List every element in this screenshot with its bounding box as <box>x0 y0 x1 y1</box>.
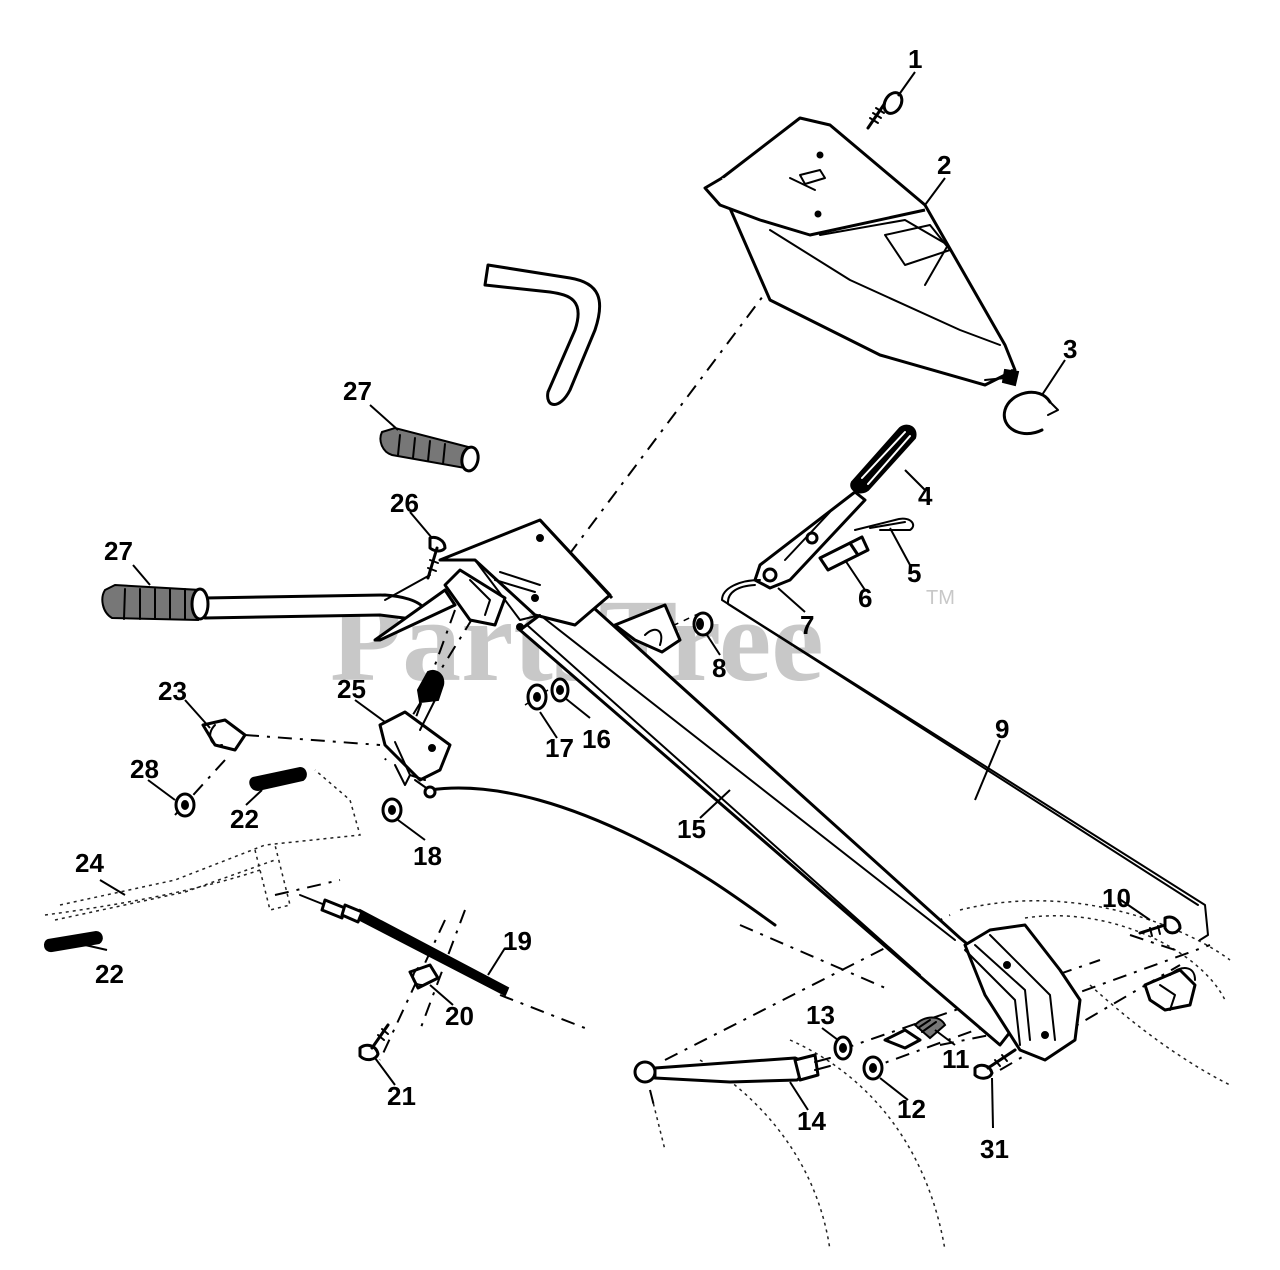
callout-4: 4 <box>918 481 933 511</box>
cable-clip-20 <box>408 963 440 990</box>
callout-21: 21 <box>387 1081 416 1111</box>
lower-bracket-plate <box>963 923 1082 1062</box>
callout-18: 18 <box>413 841 442 871</box>
callout-25: 25 <box>337 674 366 704</box>
callout-leaders <box>84 71 1151 1129</box>
clip-23 <box>201 718 247 752</box>
spacer-8 <box>692 611 714 637</box>
nut-17 <box>526 683 548 711</box>
washer-13 <box>833 1035 853 1061</box>
callout-16: 16 <box>582 724 611 754</box>
callout-1: 1 <box>908 44 922 74</box>
control-bracket-25 <box>378 669 452 786</box>
callout-22-upper: 22 <box>230 804 259 834</box>
callout-27-lower: 27 <box>104 536 133 566</box>
nut-18 <box>381 797 403 823</box>
bolt-26 <box>426 536 447 580</box>
screw-31 <box>973 1048 1017 1080</box>
callout-7: 7 <box>800 610 814 640</box>
callout-9: 9 <box>995 714 1009 744</box>
callout-31: 31 <box>980 1134 1009 1164</box>
callout-6: 6 <box>858 583 872 613</box>
screw-1 <box>866 91 904 130</box>
pivot-bracket <box>613 603 682 654</box>
callout-28: 28 <box>130 754 159 784</box>
callout-5: 5 <box>907 558 921 588</box>
lever-grip-22-lower <box>43 930 103 953</box>
lower-cable-19 <box>299 894 510 997</box>
callout-17: 17 <box>545 733 574 763</box>
callout-15: 15 <box>677 814 706 844</box>
callout-2: 2 <box>937 150 951 180</box>
washer-16 <box>550 677 570 703</box>
callout-12: 12 <box>897 1094 926 1124</box>
shifter-bracket <box>1143 967 1197 1012</box>
wing-nut-11 <box>883 1016 947 1050</box>
ghost-chassis-outline <box>44 769 1231 1251</box>
handlebar <box>203 263 614 642</box>
hairpin-clip-5 <box>854 517 915 531</box>
shift-grip-4 <box>850 424 917 494</box>
shoulder-bolt-6 <box>818 535 870 572</box>
callout-19: 19 <box>503 926 532 956</box>
nut-28 <box>174 792 196 818</box>
callout-14: 14 <box>797 1106 826 1136</box>
callout-3: 3 <box>1063 334 1077 364</box>
bolt-10 <box>1138 915 1182 937</box>
shift-lever-7 <box>753 490 867 590</box>
shift-rod-9 <box>721 579 1209 941</box>
callout-22-lower: 22 <box>95 959 124 989</box>
callout-8: 8 <box>712 653 726 683</box>
callout-11: 11 <box>942 1044 970 1074</box>
callout-10: 10 <box>1102 883 1131 913</box>
grip-lower-27 <box>101 583 210 622</box>
retaining-ring-3 <box>1002 390 1059 436</box>
nut-12 <box>862 1055 884 1081</box>
callout-13: 13 <box>806 1000 835 1030</box>
shroud-cover <box>703 116 1020 387</box>
callout-26: 26 <box>390 488 419 518</box>
callout-labels: 1 2 3 4 5 6 7 8 9 10 11 12 13 14 15 16 1… <box>75 44 1131 1164</box>
lever-grip-22-upper <box>249 766 307 792</box>
watermark-trademark: TM <box>926 587 955 609</box>
callout-27-upper: 27 <box>343 376 372 406</box>
lever-14 <box>633 1053 831 1084</box>
bolt-21 <box>358 1023 390 1062</box>
callout-24: 24 <box>75 848 104 878</box>
callout-20: 20 <box>445 1001 474 1031</box>
grip-upper-27 <box>379 426 480 473</box>
control-cable <box>414 779 777 927</box>
callout-23: 23 <box>158 676 187 706</box>
